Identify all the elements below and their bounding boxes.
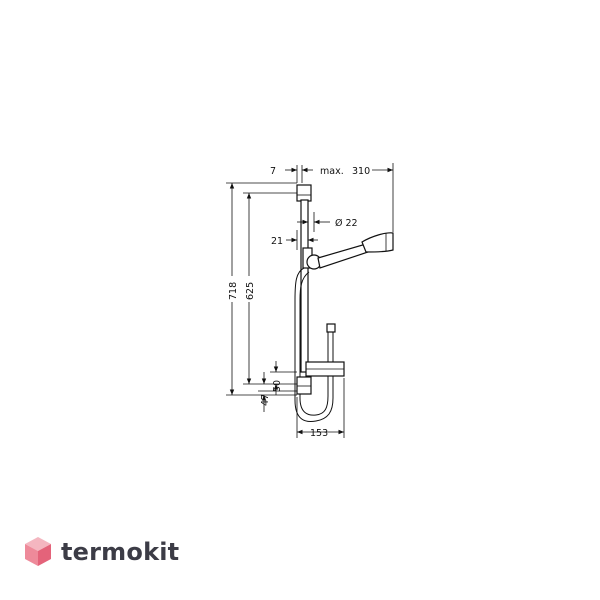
dim-718: 718 bbox=[228, 282, 239, 300]
dimension-625: 625 bbox=[243, 192, 297, 385]
termokit-logo-icon bbox=[25, 537, 51, 566]
dimension-21: 21 bbox=[271, 230, 318, 250]
dim-310: 310 bbox=[352, 166, 370, 177]
dimension-718: 718 bbox=[226, 182, 297, 396]
dim-diameter-22: Ø 22 bbox=[335, 218, 358, 229]
dimension-47: 47 bbox=[258, 372, 297, 412]
dimension-diameter: Ø 22 bbox=[297, 212, 358, 232]
dimension-top: 7 max. 310 bbox=[270, 163, 394, 232]
dim-7: 7 bbox=[270, 166, 276, 177]
hand-shower-head bbox=[361, 232, 394, 253]
dimension-153: 153 bbox=[296, 378, 345, 439]
shower-rail-assembly bbox=[294, 184, 394, 422]
shower-hose-inner bbox=[299, 271, 329, 416]
dim-50: 50 bbox=[272, 380, 283, 392]
dim-max: max. bbox=[320, 166, 344, 177]
hand-shower-handle bbox=[317, 243, 369, 269]
dim-47: 47 bbox=[260, 394, 271, 406]
shower-hose-outer bbox=[294, 267, 334, 422]
hose-connector bbox=[326, 323, 336, 333]
bottom-wall-bracket bbox=[296, 376, 312, 395]
dimension-50: 50 bbox=[270, 361, 297, 395]
dim-21: 21 bbox=[271, 236, 283, 247]
dim-153: 153 bbox=[310, 428, 328, 439]
termokit-logo-text: termokit bbox=[61, 538, 180, 566]
top-wall-bracket bbox=[296, 184, 312, 202]
vertical-rail bbox=[300, 199, 309, 373]
dim-625: 625 bbox=[245, 282, 256, 300]
